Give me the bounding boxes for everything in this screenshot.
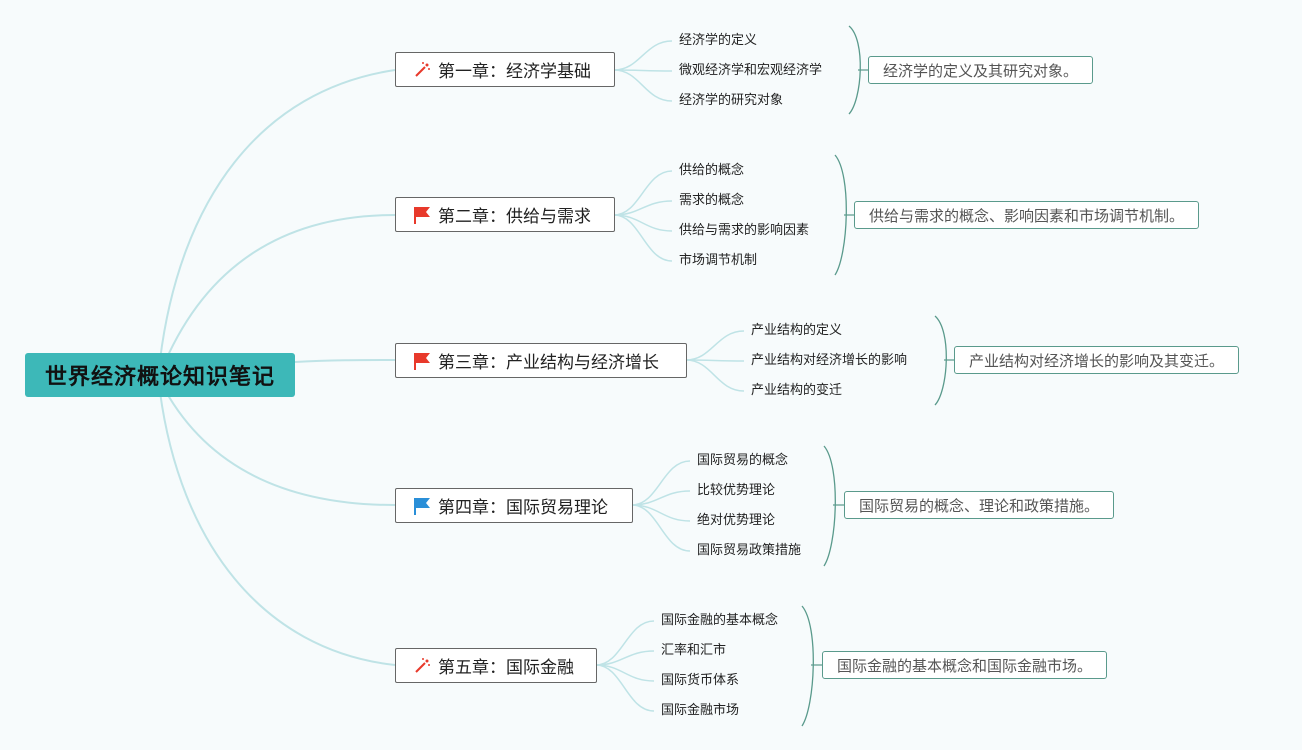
chapter-1-topic-1[interactable]: 经济学的定义 [679, 33, 758, 48]
blue-flag-icon [412, 496, 432, 516]
red-flag-icon [412, 351, 432, 371]
chapter-3-summary-text: 产业结构对经济增长的影响及其变迁。 [969, 351, 1225, 370]
chapter-5-topic-4[interactable]: 国际金融市场 [661, 703, 740, 718]
branch-line-ch1 [159, 69, 396, 361]
chapter-1-topic-3[interactable]: 经济学的研究对象 [679, 93, 784, 108]
root-title: 世界经济概论知识笔记 [44, 365, 275, 390]
chapter-2-summary[interactable]: 供给与需求的概念、影响因素和市场调节机制。 [854, 201, 1200, 229]
bracket-ch5 [801, 605, 814, 727]
chapter-5-topic-3[interactable]: 国际货币体系 [661, 673, 740, 688]
root-node[interactable]: 世界经济概论知识笔记 [25, 353, 295, 397]
chapter-2-node[interactable]: 第二章：供给与需求 [395, 197, 615, 232]
chapter-1-summary-text: 经济学的定义及其研究对象。 [883, 61, 1079, 80]
chapter-1-node[interactable]: 第一章：经济学基础 [395, 52, 615, 87]
chapter-2-topic-1[interactable]: 供给的概念 [679, 163, 745, 178]
bracket-ch3 [934, 315, 947, 406]
chapter-5-summary[interactable]: 国际金融的基本概念和国际金融市场。 [822, 651, 1108, 679]
chapter-3-node[interactable]: 第三章：产业结构与经济增长 [395, 343, 687, 378]
chapter-5-topic-1[interactable]: 国际金融的基本概念 [661, 613, 779, 628]
chapter-4-topic-3[interactable]: 绝对优势理论 [697, 513, 776, 528]
red-flag-icon [412, 205, 432, 225]
chapter-4-node[interactable]: 第四章：国际贸易理论 [395, 488, 633, 523]
chapter-5-summary-text: 国际金融的基本概念和国际金融市场。 [837, 656, 1093, 675]
chapter-4-summary-text: 国际贸易的概念、理论和政策措施。 [859, 496, 1100, 515]
chapter-1-title: 第一章：经济学基础 [438, 62, 591, 82]
chapter-1-topic-2[interactable]: 微观经济学和宏观经济学 [679, 63, 823, 78]
chapter-4-topic-4[interactable]: 国际贸易政策措施 [697, 543, 802, 558]
branch-line-ch4 [164, 389, 396, 506]
chapter-4-title: 第四章：国际贸易理论 [438, 498, 608, 518]
chapter-4-topic-1[interactable]: 国际贸易的概念 [697, 453, 789, 468]
bracket-ch4 [823, 445, 836, 567]
chapter-2-title: 第二章：供给与需求 [438, 207, 591, 227]
chapter-2-summary-text: 供给与需求的概念、影响因素和市场调节机制。 [869, 206, 1185, 225]
chapter-3-topic-2[interactable]: 产业结构对经济增长的影响 [751, 353, 908, 368]
wand-icon [412, 60, 432, 80]
branch-line-ch5 [159, 391, 396, 666]
chapter-3-title: 第三章：产业结构与经济增长 [438, 353, 659, 373]
chapter-3-topic-3[interactable]: 产业结构的变迁 [751, 383, 843, 398]
chapter-5-node[interactable]: 第五章：国际金融 [395, 648, 597, 683]
chapter-2-topic-3[interactable]: 供给与需求的影响因素 [679, 223, 810, 238]
chapter-2-topic-4[interactable]: 市场调节机制 [679, 253, 758, 268]
branch-line-ch2 [164, 214, 396, 363]
chapter-2-topic-2[interactable]: 需求的概念 [679, 193, 745, 208]
chapter-5-title: 第五章：国际金融 [438, 658, 574, 678]
chapter-1-summary[interactable]: 经济学的定义及其研究对象。 [868, 56, 1094, 84]
chapter-3-topic-1[interactable]: 产业结构的定义 [751, 323, 843, 338]
chapter-4-summary[interactable]: 国际贸易的概念、理论和政策措施。 [844, 491, 1115, 519]
wand-icon [412, 656, 432, 676]
chapter-3-summary[interactable]: 产业结构对经济增长的影响及其变迁。 [954, 346, 1240, 374]
chapter-5-topic-2[interactable]: 汇率和汇市 [661, 643, 727, 658]
chapter-4-topic-2[interactable]: 比较优势理论 [697, 483, 776, 498]
branch-line-ch3 [294, 359, 396, 363]
